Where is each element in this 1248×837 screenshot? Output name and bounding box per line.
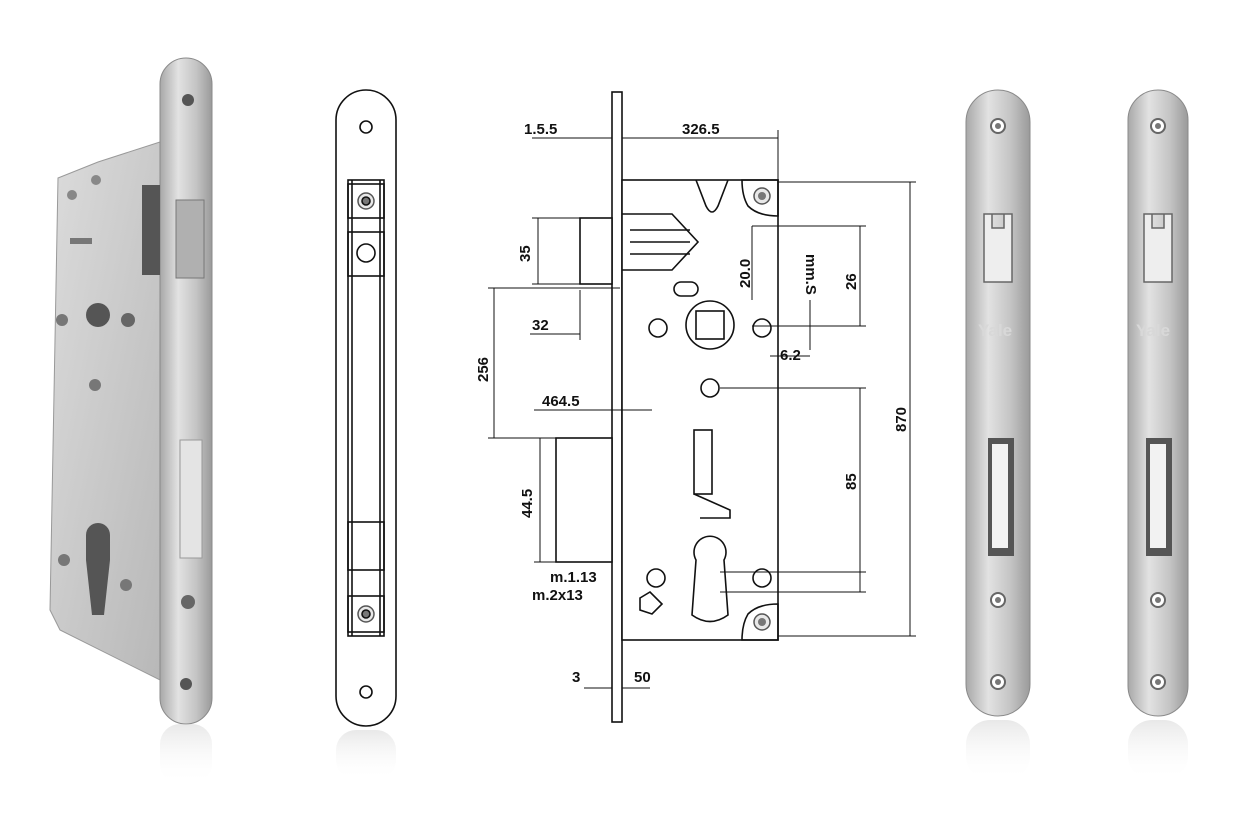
dim-backset-top: 1.5.5 <box>524 121 557 138</box>
dim-deadbolt-offset: 464.5 <box>542 393 580 410</box>
dim-screw-spec-1: m.1.13 <box>550 569 597 586</box>
dim-deadbolt-height: 44.5 <box>519 489 536 518</box>
dim-spindle-width: mm.S <box>802 254 819 295</box>
strike-plate-right: Yale <box>1127 89 1189 780</box>
dim-hole-offset: 6.2 <box>780 347 801 364</box>
dim-total-height: 870 <box>893 407 910 432</box>
strike-plate-left: Yale <box>965 89 1031 780</box>
dim-latch-height: 35 <box>517 245 534 262</box>
dim-faceplate-thickness: 3 <box>572 669 580 686</box>
dim-latch-projection: 32 <box>532 317 549 334</box>
dim-width: 326.5 <box>682 121 720 138</box>
lock-body-photo <box>49 57 213 784</box>
dim-screw-spec-2: m.2x13 <box>532 587 583 604</box>
dim-spindle-to-latch: 256 <box>475 357 492 382</box>
brand-logo-left: Yale <box>978 321 1012 340</box>
faceplate-line-drawing <box>335 89 397 780</box>
dim-spindle-offset: 20.0 <box>737 259 754 288</box>
lock-technical-drawing: 1.5.5 326.5 35 20.0 mm.S 26 32 256 6.2 4… <box>475 91 916 723</box>
dim-center-distance: 85 <box>843 473 860 490</box>
dim-upper-distance: 26 <box>843 273 860 290</box>
dim-faceplate-width: 50 <box>634 669 651 686</box>
brand-logo-right: Yale <box>1136 321 1170 340</box>
